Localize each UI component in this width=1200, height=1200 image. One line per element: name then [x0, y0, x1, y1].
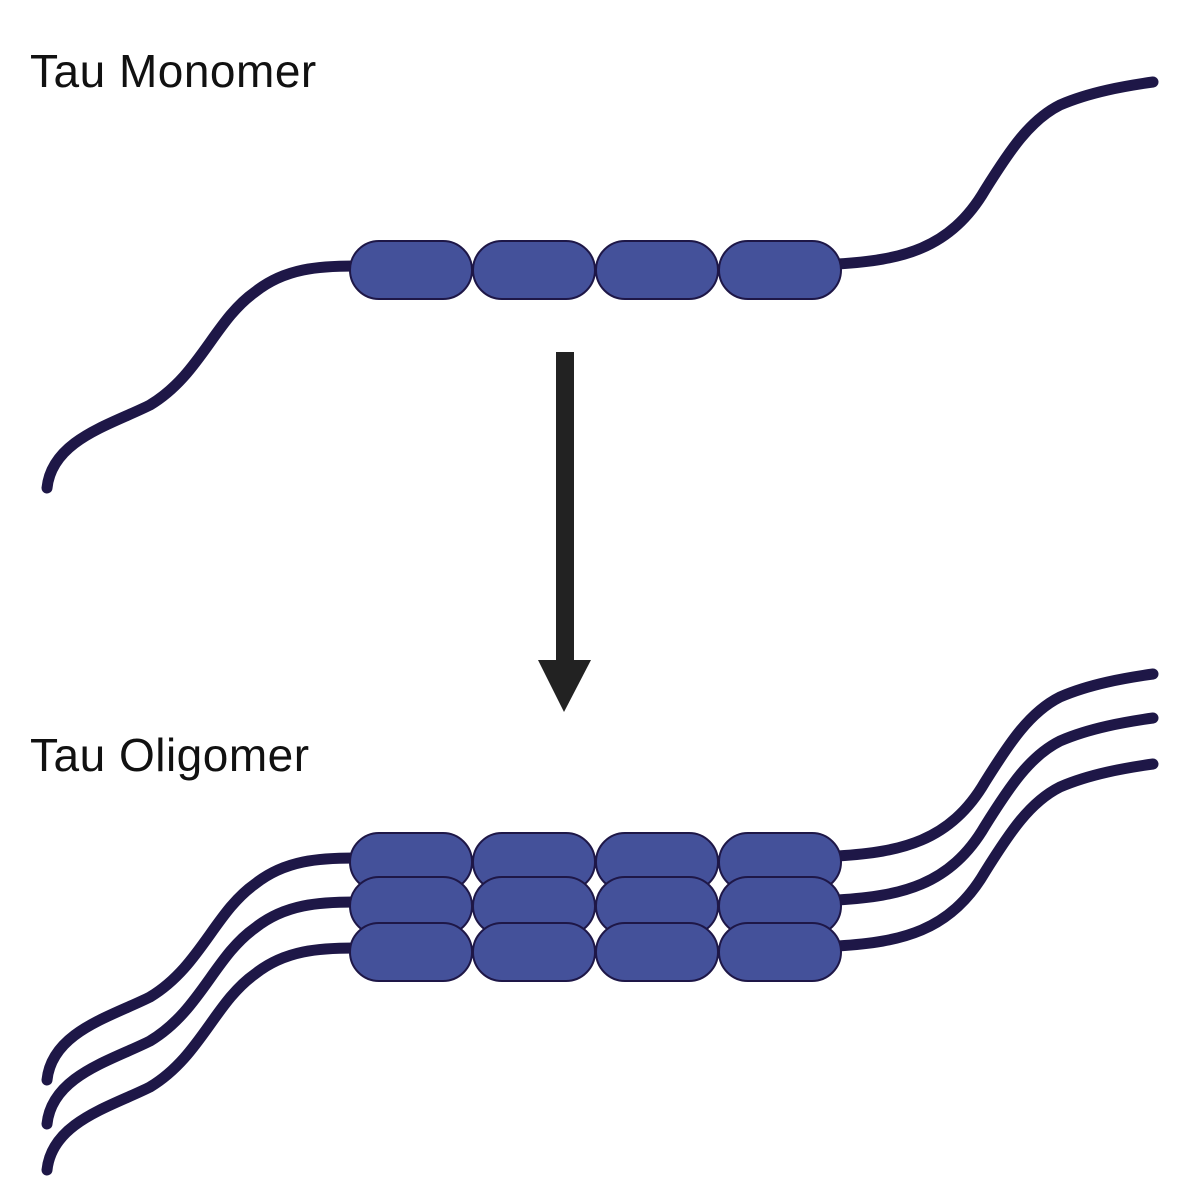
oligomer-strand-3-n-tail [41, 942, 361, 1176]
oligomer-strand-1-c-tail [832, 668, 1159, 862]
oligomer-strand-3-c-tail [832, 758, 1159, 952]
monomer-repeat-domain [472, 240, 596, 300]
monomer-c-terminal-tail [832, 76, 1159, 270]
oligomer-repeat-domain [595, 922, 719, 982]
monomer-repeat-domain [349, 240, 473, 300]
monomer-repeat-domain [718, 240, 842, 300]
arrow-shaft [556, 352, 574, 662]
tau-oligomer-label: Tau Oligomer [30, 729, 310, 781]
oligomer-repeat-domain [472, 922, 596, 982]
oligomer-strand-1-n-tail [41, 852, 361, 1086]
oligomer-strand-2-c-tail [832, 712, 1159, 906]
arrow-head [538, 660, 591, 712]
monomer-n-terminal-tail [41, 260, 361, 494]
tau-monomer-label: Tau Monomer [30, 45, 317, 97]
oligomer-repeat-domain [349, 922, 473, 982]
oligomer-strand-2-n-tail [41, 896, 361, 1130]
tau-oligomer [41, 668, 1159, 1176]
oligomer-repeat-domain [718, 922, 842, 982]
monomer-repeat-domain [595, 240, 719, 300]
down-arrow-icon [538, 352, 591, 712]
tau-monomer [41, 76, 1159, 494]
